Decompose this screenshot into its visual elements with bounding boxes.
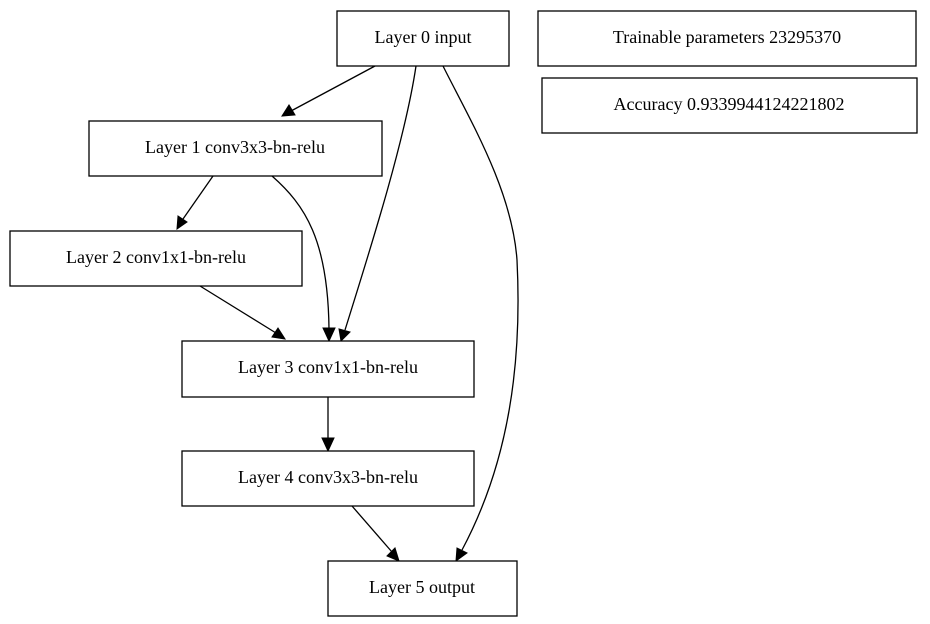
node-layer-0: Layer 0 input xyxy=(336,10,510,67)
trainable-parameters-label: Trainable parameters 23295370 xyxy=(613,27,841,47)
accuracy-label: Accuracy 0.9339944124221802 xyxy=(614,94,845,114)
trainable-parameters-box: Trainable parameters 23295370 xyxy=(537,10,917,67)
node-layer-3: Layer 3 conv1x1-bn-relu xyxy=(181,340,475,398)
info-boxes: Trainable parameters 23295370 Accuracy 0… xyxy=(537,10,918,134)
node-layer-2: Layer 2 conv1x1-bn-relu xyxy=(9,230,303,287)
node-layer-1-label: Layer 1 conv3x3-bn-relu xyxy=(145,137,325,157)
accuracy-box: Accuracy 0.9339944124221802 xyxy=(541,77,918,134)
edge-layer4-to-layer5 xyxy=(351,505,400,562)
edge-layer0-to-layer5 xyxy=(442,65,519,563)
node-layer-3-label: Layer 3 conv1x1-bn-relu xyxy=(238,357,418,377)
edge-layer1-to-layer2 xyxy=(176,175,214,231)
edge-layer0-to-layer3 xyxy=(338,65,417,343)
edge-layer0-to-layer1 xyxy=(281,65,376,117)
node-layer-4-label: Layer 4 conv3x3-bn-relu xyxy=(238,467,418,487)
node-layer-2-label: Layer 2 conv1x1-bn-relu xyxy=(66,247,246,267)
edges xyxy=(176,65,519,563)
node-layer-0-label: Layer 0 input xyxy=(375,27,472,47)
node-layer-1: Layer 1 conv3x3-bn-relu xyxy=(88,120,383,177)
edge-layer3-to-layer4 xyxy=(321,397,335,453)
node-layer-5-label: Layer 5 output xyxy=(369,577,475,597)
edge-layer2-to-layer3 xyxy=(199,285,287,340)
nodes: Layer 0 input Layer 1 conv3x3-bn-relu La… xyxy=(9,10,518,617)
node-layer-5: Layer 5 output xyxy=(327,560,518,617)
node-layer-4: Layer 4 conv3x3-bn-relu xyxy=(181,450,475,507)
edge-layer1-to-layer3 xyxy=(271,175,336,343)
